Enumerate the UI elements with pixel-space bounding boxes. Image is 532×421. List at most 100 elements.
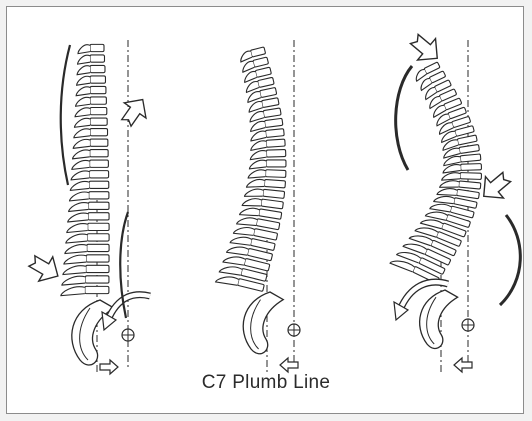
vertebra-body (90, 129, 107, 136)
vertebra-body (88, 213, 109, 220)
vertebra-body (424, 62, 440, 74)
vertebra-process (250, 141, 266, 151)
vertebra (250, 149, 286, 159)
vertebra-process (248, 101, 264, 112)
spine-figure-normal (216, 40, 300, 372)
vertebra-body (257, 77, 274, 87)
vertebra (66, 234, 109, 243)
vertebra-body (444, 98, 462, 110)
offset-arrow (280, 358, 298, 372)
sacrum (243, 292, 283, 354)
vertebra (63, 265, 109, 274)
vertebra-body (90, 139, 108, 146)
vertebra-process (75, 108, 90, 117)
vertebra-process (237, 215, 258, 227)
vertebra-body (459, 144, 479, 153)
vertebra (76, 97, 107, 106)
vertebra-body (259, 209, 282, 219)
vertebra-body (264, 179, 285, 187)
vertebra-process (245, 188, 264, 198)
curve-bracket-lower-right (500, 215, 520, 305)
force-arrow-shape (115, 92, 153, 131)
vertebra-body (266, 149, 285, 157)
vertebra-process (230, 234, 252, 247)
vertebra-body (90, 150, 108, 157)
vertebra (70, 192, 109, 201)
vertebra-process (250, 150, 267, 159)
vertebra-body (460, 154, 481, 162)
vertebra-body (455, 126, 475, 137)
vertebra-body (90, 55, 104, 62)
vertebra (77, 65, 105, 74)
vertebra (78, 44, 104, 53)
vertebra-body (266, 160, 286, 167)
force-arrow-shape (405, 28, 446, 69)
curve-bracket-upper-right (396, 66, 412, 170)
vertebra-process (245, 81, 260, 92)
vertebra (71, 171, 108, 180)
vertebra-process (250, 131, 266, 141)
vertebra-process (76, 97, 91, 106)
vertebra (247, 178, 286, 190)
vertebra-process (69, 203, 89, 212)
vertebra (74, 118, 107, 127)
vertebra-process (242, 197, 262, 208)
vertebra-process (64, 255, 86, 264)
vertebra-process (219, 264, 242, 278)
vertebra-body (266, 139, 285, 147)
vertebra-body (86, 255, 109, 262)
vertebra-process (247, 179, 265, 189)
vertebra-body (263, 108, 281, 118)
vertebra (78, 55, 105, 64)
vertebra-body (88, 223, 109, 230)
vertebra-body (85, 286, 109, 293)
vertebra (72, 160, 109, 169)
spine-figure-exaggerated (390, 28, 516, 372)
vertebra-body (90, 118, 107, 125)
vertebra (65, 244, 109, 253)
vertebra-body (448, 107, 467, 119)
vertebra-process (241, 61, 255, 72)
vertebra-body (429, 71, 446, 83)
vertebra-process (77, 76, 91, 85)
vertebra-process (74, 129, 90, 138)
vertebra (67, 223, 109, 232)
vertebra (249, 160, 286, 169)
vertebra-body (87, 234, 109, 241)
vertebra-body (256, 219, 280, 230)
caption-plumb-line: C7 Plumb Line (0, 372, 532, 394)
force-arrow (25, 249, 65, 288)
force-arrow (115, 92, 153, 131)
vertebra-body (90, 97, 106, 104)
vertebra-process (442, 172, 460, 180)
vertebra-body (263, 189, 285, 198)
vertebra-process (239, 51, 253, 62)
vertebra (69, 202, 109, 211)
vertebra-body (250, 47, 265, 57)
vertebra (248, 169, 286, 179)
vertebra-process (63, 266, 86, 275)
vertebra-process (248, 169, 266, 178)
vertebra-body (87, 244, 109, 251)
vertebra-process (77, 66, 90, 75)
vertebra (73, 150, 109, 159)
vertebra-process (74, 118, 90, 127)
spine-figure-straight (25, 40, 154, 374)
vertebra-body (89, 171, 108, 178)
sacrum (72, 300, 114, 365)
vertebra-body (253, 229, 277, 241)
vertebra-body (265, 129, 284, 138)
vertebra (68, 213, 109, 222)
vertebra (64, 255, 109, 264)
vertebra-process (65, 245, 87, 254)
vertebra-process (243, 71, 258, 82)
vertebra-body (247, 248, 272, 260)
vertebra-process (72, 160, 90, 169)
vertebra-body (90, 76, 105, 83)
vertebra-body (250, 238, 275, 250)
vertebra-body (459, 181, 481, 189)
vertebra-process (70, 192, 89, 201)
vertebra-process (78, 45, 90, 54)
force-arrow-shape (25, 249, 65, 288)
